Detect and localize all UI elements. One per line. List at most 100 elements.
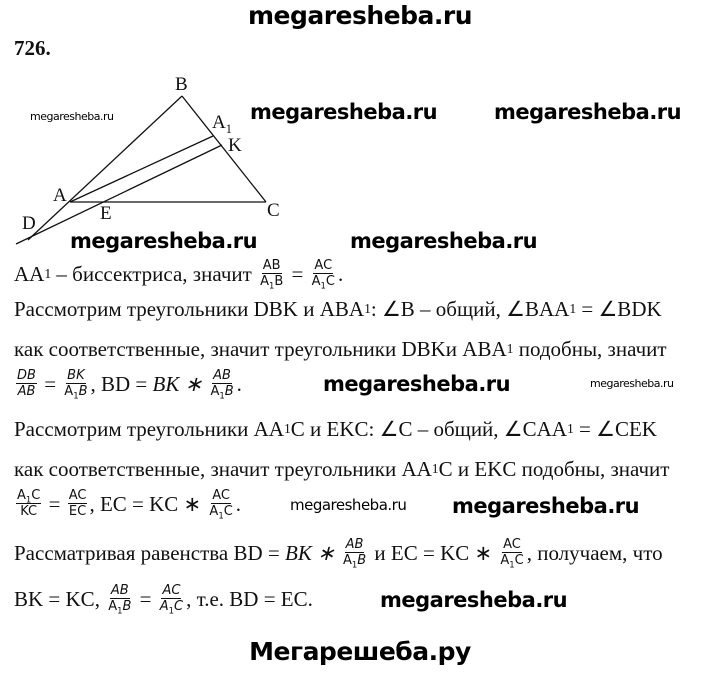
text: A <box>64 384 74 399</box>
watermark: megaresheba.ru <box>70 229 258 253</box>
italic-text: C <box>174 599 184 614</box>
italic-text: BK <box>67 368 85 383</box>
text: AA <box>14 261 45 286</box>
watermark: megaresheba.ru <box>350 229 538 253</box>
text: AC <box>503 537 521 552</box>
numerator: A1C <box>16 488 42 505</box>
denominator: A1C <box>208 504 233 521</box>
line-dk <box>15 144 223 245</box>
denominator: A1C <box>311 274 336 291</box>
denominator: A1B <box>107 599 132 616</box>
text: BK = KC, <box>14 586 106 611</box>
text: – биссектриса, значит <box>51 261 258 286</box>
label-k: K <box>228 135 242 156</box>
subscript: 1 <box>268 280 275 291</box>
text: Рассмотрим треугольники DBK и ABA <box>14 297 365 321</box>
text: C <box>325 274 335 289</box>
text: , BD = <box>90 371 153 396</box>
text: , т.е. BD = EC. <box>186 586 313 611</box>
text: = ∠BDK <box>576 297 662 321</box>
numerator: AC <box>161 583 182 599</box>
numerator: AB <box>261 258 282 274</box>
italic-text: B <box>357 553 367 568</box>
numerator: AC <box>502 537 522 553</box>
text: , получаем, что <box>526 540 663 565</box>
numerator: DB <box>16 368 37 384</box>
italic-text: AB <box>213 368 231 383</box>
label-a1: A1 <box>212 112 232 136</box>
denominator: EC <box>68 504 87 519</box>
text: KC <box>20 504 38 519</box>
watermark: megaresheba.ru <box>290 496 407 514</box>
subscript: 1 <box>320 280 326 291</box>
watermark: megaresheba.ru <box>590 377 674 390</box>
text: Рассматривая равенства BD = <box>14 540 286 565</box>
text: A <box>311 274 321 289</box>
subscript: 1 <box>25 494 32 505</box>
text: = <box>38 371 62 396</box>
italic-text: BK ∗ <box>152 371 208 396</box>
text: . <box>236 371 242 396</box>
numerator: AB <box>109 583 130 599</box>
solution-line: как соответственные, значит треугольники… <box>14 457 670 481</box>
text: Рассмотрим треугольники AA <box>14 417 284 441</box>
watermark: megaresheba.ru <box>380 588 568 612</box>
text: = ∠CEK <box>573 417 657 441</box>
text: как соответственные, значит треугольники… <box>14 457 432 481</box>
text: A <box>17 488 26 503</box>
solution-line: как соответственные, значит треугольники… <box>14 337 667 361</box>
numerator: AC <box>211 488 231 504</box>
text: AC <box>212 488 230 503</box>
denominator: KC <box>19 504 38 519</box>
label-a: A <box>53 185 67 206</box>
text: и EC = KC ∗ <box>369 540 498 565</box>
footer-title: Мегарешеба.ру <box>249 637 471 666</box>
text: AC <box>68 488 87 503</box>
numerator: AC <box>67 488 88 504</box>
site-title: megaresheba.ru <box>247 1 473 30</box>
italic-text: B <box>224 384 234 399</box>
subscript: 1 <box>73 390 79 401</box>
italic-text: AB <box>17 384 36 399</box>
label-d: D <box>22 213 36 234</box>
problem-number: 726. <box>14 36 51 60</box>
denominator: AB <box>17 384 37 399</box>
denominator: A1B <box>63 384 88 401</box>
italic-text: B <box>122 599 132 614</box>
watermark: megaresheba.ru <box>494 100 682 124</box>
text: = <box>286 261 309 286</box>
text: как соответственные, значит треугольники… <box>14 337 507 361</box>
line-db <box>27 95 183 241</box>
text: C <box>31 488 41 503</box>
numerator: AB <box>344 537 365 553</box>
text: AB <box>262 258 281 273</box>
numerator: AB <box>212 368 232 384</box>
text: A <box>342 553 352 568</box>
text: подобны, значит <box>513 337 667 361</box>
subscript: 1 <box>117 605 123 616</box>
subscript: 1 <box>218 510 224 521</box>
label-b: B <box>175 74 188 95</box>
text: A <box>500 553 510 568</box>
text: A <box>210 384 220 399</box>
text: EC <box>68 504 87 519</box>
text: C и EKC: ∠C – общий, ∠CAA <box>290 417 567 441</box>
text: : ∠B – общий, ∠BAA <box>370 297 570 321</box>
denominator: A1C <box>499 553 524 569</box>
